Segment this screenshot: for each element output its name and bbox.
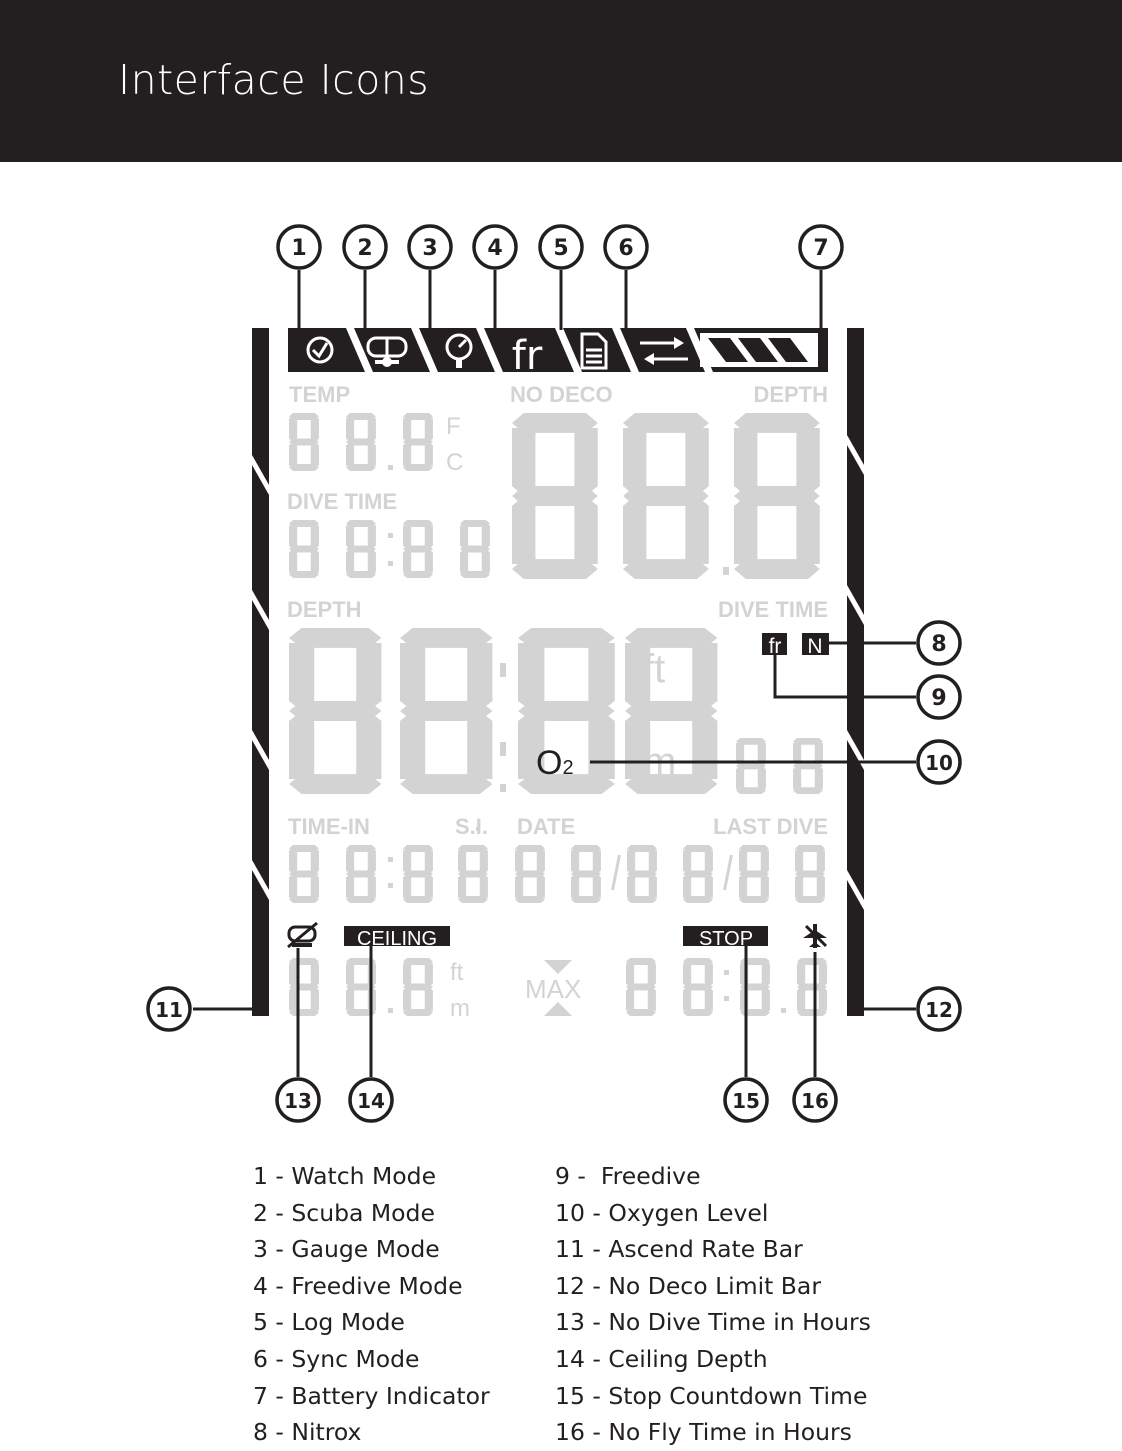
- callout-number-16: 16: [801, 1089, 829, 1113]
- temp-f-label: F: [446, 413, 461, 440]
- callout-number-1: 1: [291, 236, 306, 261]
- gauge-icon: [445, 333, 473, 368]
- callout-number-15: 15: [732, 1089, 760, 1113]
- fr-indicator-box: [762, 633, 787, 655]
- legend-right: 9 - Freedive 10 - Oxygen Level 11 - Asce…: [555, 1158, 871, 1451]
- callout-circle-10: [916, 739, 962, 785]
- legend-item: 14 - Ceiling Depth: [555, 1344, 768, 1373]
- legend-item: 7 - Battery Indicator: [253, 1381, 490, 1410]
- status-icon-bar: fr: [288, 328, 828, 379]
- callout-circle-8: [916, 620, 962, 666]
- nitrox-indicator-box: [802, 633, 829, 655]
- callout-circle-2: [342, 224, 388, 270]
- legend-left: 1 - Watch Mode 2 - Scuba Mode 3 - Gauge …: [253, 1158, 490, 1451]
- si-label: S.I.: [455, 814, 488, 839]
- callout-circle-7: [798, 224, 844, 270]
- no-deco-limit-bar: [847, 328, 864, 1016]
- callout-lines: [193, 270, 916, 1077]
- callout-circle-14: [348, 1077, 394, 1123]
- legend-item: 5 - Log Mode: [253, 1308, 405, 1337]
- legend-item: 10 - Oxygen Level: [555, 1198, 769, 1227]
- sync-arrows-icon: [640, 337, 688, 365]
- fr-indicator-text: fr: [769, 635, 782, 658]
- ceiling-label: CEILING: [357, 928, 437, 950]
- callout-number-9: 9: [931, 686, 946, 711]
- watch-icon: [306, 336, 334, 364]
- max-arrows: [544, 960, 572, 1016]
- temp-c-label: C: [446, 449, 463, 476]
- o2-label: O2: [536, 744, 574, 782]
- callout-circle-4: [472, 224, 518, 270]
- stop-label: STOP: [699, 928, 753, 950]
- last-dive-label: LAST DIVE: [713, 814, 828, 839]
- callout-circle-3: [407, 224, 453, 270]
- callout-circle-13: [275, 1077, 321, 1123]
- callout-number-8: 8: [931, 632, 946, 657]
- date-label: DATE: [517, 814, 575, 839]
- no-dive-icon: [287, 921, 318, 949]
- scuba-mask-icon: [366, 336, 408, 367]
- battery-icon: [708, 338, 823, 362]
- legend-item: 6 - Sync Mode: [253, 1344, 420, 1373]
- legend-item: 8 - Nitrox: [253, 1418, 362, 1447]
- callout-number-4: 4: [487, 236, 502, 261]
- log-document-icon: [580, 332, 608, 370]
- callout-circle-6: [603, 224, 649, 270]
- legend-item: 4 - Freedive Mode: [253, 1271, 463, 1300]
- dive-time-left-label: DIVE TIME: [287, 489, 397, 514]
- lcd-segments: [289, 413, 827, 1016]
- freedive-fr-icon: fr: [512, 333, 543, 379]
- callout-number-13: 13: [284, 1089, 312, 1113]
- callout-circle-16: [792, 1077, 838, 1123]
- callout-circle-12: [916, 986, 962, 1032]
- callout-number-2: 2: [357, 236, 372, 261]
- legend-item: 3 - Gauge Mode: [253, 1235, 440, 1264]
- no-deco-label: NO DECO: [510, 382, 613, 407]
- callout-circle-9: [916, 674, 962, 720]
- stop-badge: [683, 926, 768, 946]
- callout-number-7: 7: [813, 236, 828, 261]
- legend-item: 1 - Watch Mode: [253, 1162, 437, 1190]
- legend-item: 2 - Scuba Mode: [253, 1198, 435, 1227]
- legend-item: 15 - Stop Countdown Time: [555, 1381, 868, 1410]
- callout-number-3: 3: [422, 236, 437, 261]
- temp-label: TEMP: [289, 382, 350, 407]
- nitrox-indicator-text: N: [807, 635, 822, 658]
- callout-number-11: 11: [155, 998, 183, 1022]
- dive-time-right-label: DIVE TIME: [718, 597, 828, 622]
- max-label: MAX: [525, 974, 581, 1004]
- callout-circle-15: [723, 1077, 769, 1123]
- header-bar: Interface Icons: [0, 0, 1122, 162]
- time-in-label: TIME-IN: [288, 814, 370, 839]
- callout-circle-1: [276, 224, 322, 270]
- callout-number-14: 14: [357, 1089, 385, 1113]
- bottom-m-label: m: [450, 995, 470, 1022]
- page-title: Interface Icons: [118, 56, 430, 104]
- callout-number-12: 12: [925, 998, 953, 1022]
- depth-mid-label: DEPTH: [287, 597, 362, 622]
- callout-number-5: 5: [553, 236, 568, 261]
- ceiling-badge: [344, 926, 450, 946]
- ascend-rate-bar: [252, 328, 269, 1016]
- callout-circle-11: [146, 986, 192, 1032]
- no-fly-airplane-icon: [803, 924, 828, 948]
- bottom-ft-label: ft: [450, 959, 464, 986]
- legend-item: 13 - No Dive Time in Hours: [555, 1308, 871, 1337]
- callout-number-6: 6: [618, 236, 633, 261]
- legend-item: 16 - No Fly Time in Hours: [555, 1418, 852, 1447]
- legend-item: 12 - No Deco Limit Bar: [555, 1271, 821, 1300]
- legend-item: 9 - Freedive: [555, 1162, 701, 1190]
- callout-circle-5: [538, 224, 584, 270]
- depth-top-label: DEPTH: [753, 382, 828, 407]
- legend-item: 11 - Ascend Rate Bar: [555, 1235, 803, 1264]
- callout-number-10: 10: [925, 751, 953, 775]
